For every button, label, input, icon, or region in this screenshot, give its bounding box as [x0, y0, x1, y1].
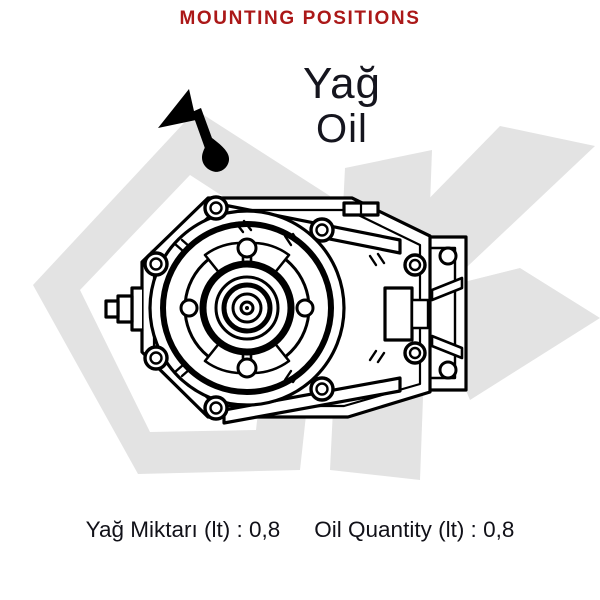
- shaft-center: [245, 306, 249, 310]
- bolt-right-upper: [403, 253, 427, 277]
- terminal-box: [342, 201, 380, 217]
- oil-label-english: Oil: [316, 106, 368, 151]
- side-boss-inner: [410, 298, 430, 330]
- breather-plug: [104, 286, 144, 332]
- oil-funnel-icon: [158, 89, 230, 172]
- bolt-top-left: [203, 195, 229, 221]
- bolt-left-upper: [143, 251, 169, 277]
- oil-quantity-english: Oil Quantity (lt) : 0,8: [314, 517, 515, 542]
- page-title: MOUNTING POSITIONS: [179, 8, 421, 29]
- bolt-right-lower: [403, 341, 427, 365]
- bolt-left-lower: [143, 345, 169, 371]
- bolt-top-mid: [309, 217, 335, 243]
- oil-quantity-footer: Yağ Miktarı (lt) : 0,8 Oil Quantity (lt)…: [0, 517, 600, 543]
- oil-label-turkish: Yağ: [302, 59, 382, 108]
- bolt-bottom-mid: [309, 376, 335, 402]
- oil-label: Yağ Oil: [262, 59, 422, 151]
- oil-quantity-turkish: Yağ Miktarı (lt) : 0,8: [85, 517, 281, 542]
- side-boss: [383, 286, 414, 342]
- bolt-bottom-left: [203, 395, 229, 421]
